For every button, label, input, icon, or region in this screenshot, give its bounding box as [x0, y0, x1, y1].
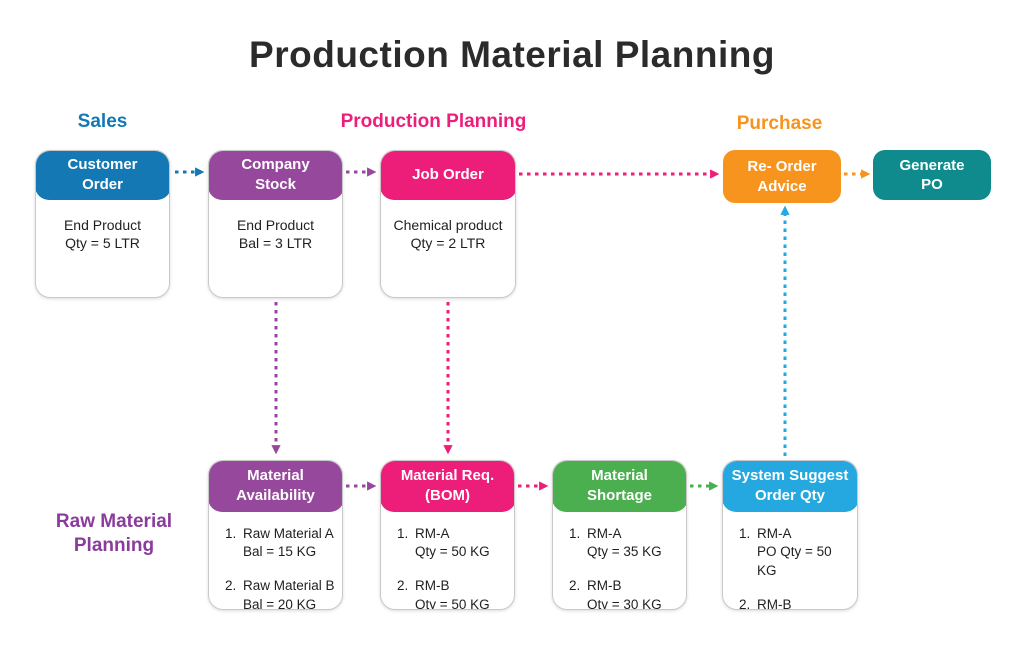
- section-label-raw-material-planning: Raw Material Planning: [55, 511, 173, 556]
- list-item: 2. Raw Material B Bal = 20 KG: [225, 578, 335, 610]
- node-customer-order-body: End Product Qty = 5 LTR: [63, 216, 142, 252]
- list-item: 2. RM-B Qty = 50 KG: [397, 578, 490, 610]
- node-system-suggest-order-qty-body: 1. RM-A PO Qty = 50 KG 2. RM-B PO Qty = …: [723, 512, 857, 610]
- node-material-req-bom-body: 1. RM-A Qty = 50 KG 2. RM-B Qty = 50 KG: [381, 512, 514, 610]
- node-material-shortage-header: Material Shortage: [553, 461, 686, 512]
- node-material-availability-body: 1. Raw Material A Bal = 15 KG 2. Raw Mat…: [209, 512, 342, 610]
- list-item: 1. RM-A Qty = 50 KG: [397, 525, 490, 560]
- node-system-suggest-order-qty: System Suggest Order Qty 1. RM-A PO Qty …: [722, 460, 858, 610]
- node-material-shortage-body: 1. RM-A Qty = 35 KG 2. RM-B Qty = 30 KG: [553, 512, 686, 610]
- node-re-order-advice: Re- Order Advice: [723, 150, 841, 203]
- node-company-stock-body: End Product Bal = 3 LTR: [236, 216, 315, 252]
- node-material-shortage: Material Shortage 1. RM-A Qty = 35 KG 2.…: [552, 460, 687, 610]
- list-item: 1. RM-A PO Qty = 50 KG: [739, 525, 832, 579]
- node-customer-order-header: Customer Order: [36, 151, 169, 200]
- node-job-order-body: Chemical product Qty = 2 LTR: [393, 216, 503, 252]
- node-material-availability-header: Material Availability: [209, 461, 342, 512]
- node-material-req-bom-header: Material Req. (BOM): [381, 461, 514, 512]
- node-material-availability: Material Availability 1. Raw Material A …: [208, 460, 343, 610]
- node-job-order: Job Order Chemical product Qty = 2 LTR: [380, 150, 516, 298]
- page-title: Production Material Planning: [249, 34, 775, 75]
- node-job-order-header: Job Order: [381, 151, 515, 200]
- list-item: 2. RM-B Qty = 30 KG: [569, 578, 662, 610]
- node-generate-po: Generate PO: [873, 150, 991, 200]
- section-label-production-planning: Production Planning: [340, 111, 527, 132]
- node-customer-order: Customer Order End Product Qty = 5 LTR: [35, 150, 170, 298]
- node-company-stock-header: Company Stock: [209, 151, 342, 200]
- node-system-suggest-order-qty-header: System Suggest Order Qty: [723, 461, 857, 512]
- section-label-purchase: Purchase: [736, 113, 823, 134]
- node-company-stock: Company Stock End Product Bal = 3 LTR: [208, 150, 343, 298]
- node-material-req-bom: Material Req. (BOM) 1. RM-A Qty = 50 KG …: [380, 460, 515, 610]
- list-item: 1. RM-A Qty = 35 KG: [569, 525, 662, 560]
- list-item: 2. RM-B PO Qty = 60 KG: [739, 597, 792, 610]
- list-item: 1. Raw Material A Bal = 15 KG: [225, 525, 334, 560]
- section-label-sales: Sales: [77, 111, 128, 132]
